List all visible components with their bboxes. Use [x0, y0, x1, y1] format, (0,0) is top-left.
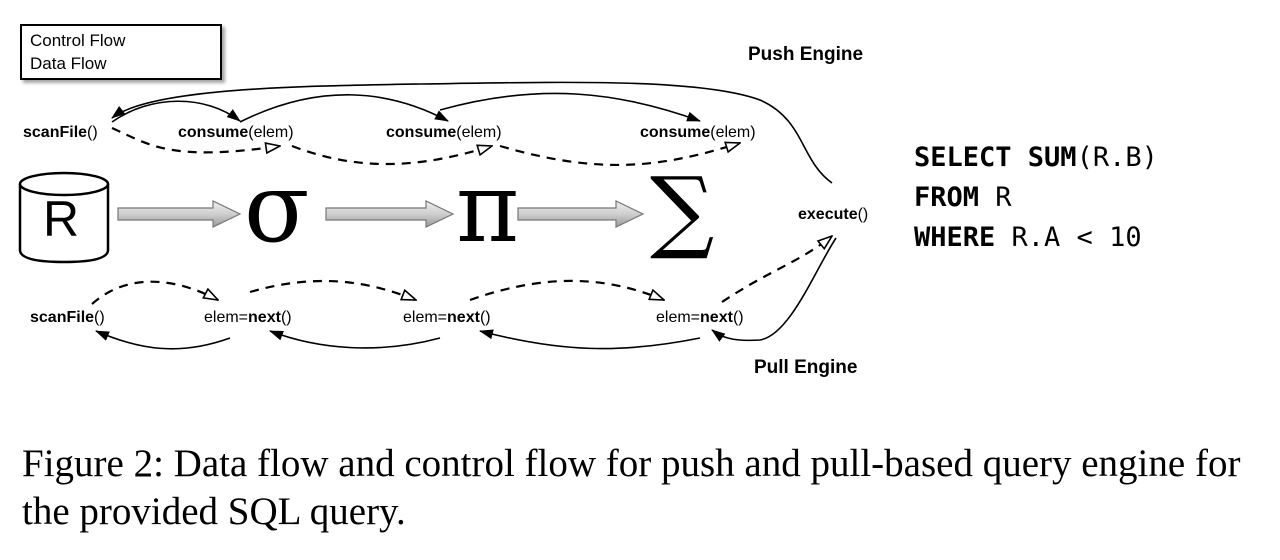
pull-data-scan-to-next1	[91, 280, 218, 305]
push-control-scan-to-consume1	[111, 100, 241, 123]
push-scanfile-label: scanFile()	[23, 124, 98, 141]
selection-operator: σ	[244, 152, 310, 264]
sql-line-from: FROM R	[914, 182, 1012, 213]
legend-control-flow-label: Control Flow	[30, 31, 126, 50]
execute-label: execute()	[798, 206, 869, 223]
pull-next-label-3: elem=next()	[656, 309, 744, 326]
pull-control-next1-to-scan	[95, 330, 231, 350]
pull-control-next3-to-next2	[479, 329, 701, 350]
push-consume-label-3: consume(elem)	[640, 124, 756, 141]
figure-caption: Figure 2: Data flow and control flow for…	[22, 442, 1241, 533]
pull-next-label-2: elem=next()	[403, 309, 491, 326]
pull-engine-title: Pull Engine	[754, 357, 858, 378]
relation-label: R	[43, 191, 80, 247]
pull-next-label-1: elem=next()	[204, 309, 292, 326]
relation-cylinder	[18, 171, 110, 264]
pipe-arrow-r-to-sigma	[117, 200, 242, 228]
projection-operator: π	[456, 152, 520, 264]
legend-data-flow-label: Data Flow	[30, 54, 107, 73]
pull-data-next1-to-next2	[249, 279, 416, 302]
pull-data-next2-to-next3	[469, 279, 664, 302]
pull-control-next2-to-next1	[269, 330, 441, 349]
sql-line-where: WHERE R.A < 10	[914, 222, 1142, 253]
pull-control-execute-to-next3	[711, 237, 837, 342]
pipe-arrow-sigma-to-pi	[325, 200, 455, 228]
push-control-loop-back	[111, 81, 833, 184]
push-control-consume2-to-consume3	[439, 92, 701, 122]
flow-diagram	[18, 37, 837, 350]
push-consume-label-1: consume(elem)	[178, 124, 294, 141]
pull-data-next3-to-execute	[721, 236, 832, 303]
push-engine-title: Push Engine	[748, 44, 864, 65]
pull-scanfile-label: scanFile()	[30, 309, 105, 326]
sum-operator: ∑	[650, 158, 715, 263]
sql-line-select: SELECT SUM(R.B)	[914, 142, 1158, 173]
push-control-consume1-to-consume2	[239, 94, 449, 123]
push-consume-label-2: consume(elem)	[386, 124, 502, 141]
push-data-consume1-to-consume2	[291, 146, 492, 166]
pipe-arrow-pi-to-sum	[517, 200, 645, 228]
push-data-consume2-to-consume3	[499, 143, 740, 166]
legend: Control Flow Data Flow	[20, 24, 222, 80]
